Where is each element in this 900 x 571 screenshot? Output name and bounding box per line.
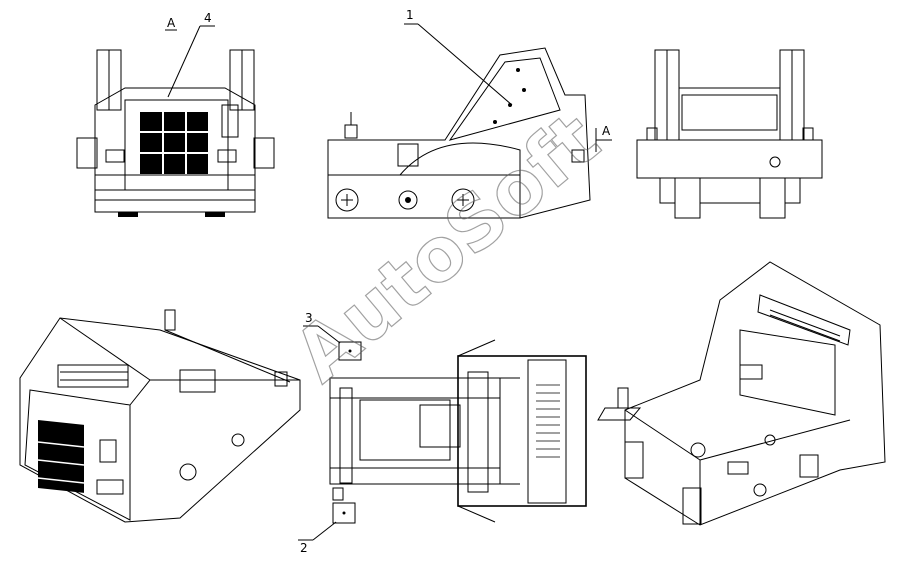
plan-frame bbox=[329, 377, 501, 485]
rear-body bbox=[636, 139, 823, 179]
callout-3-leader bbox=[317, 325, 341, 344]
callout-1-leader bbox=[417, 23, 513, 106]
item-3-plate bbox=[338, 341, 362, 361]
section-label-a: A bbox=[167, 16, 176, 30]
callout-1-label: 1 bbox=[406, 8, 414, 22]
plan-view: 3 2 bbox=[298, 311, 587, 555]
iso-front-outline bbox=[19, 317, 301, 523]
side-wheel-2 bbox=[451, 188, 475, 212]
callout-3-label: 3 bbox=[305, 311, 313, 325]
item-2-plate bbox=[332, 502, 356, 524]
callout-2-leader bbox=[312, 521, 337, 541]
isometric-rear-view bbox=[597, 261, 886, 526]
front-grille bbox=[140, 112, 208, 174]
callout-2-label: 2 bbox=[300, 541, 308, 555]
front-view-a: A 4 bbox=[76, 11, 275, 217]
isometric-front-view bbox=[19, 309, 301, 523]
callout-4-label: 4 bbox=[204, 11, 212, 25]
side-view: 1 A bbox=[327, 8, 612, 219]
iso-rear-outline bbox=[624, 261, 886, 526]
arrow-label-a: A bbox=[602, 124, 611, 138]
watermark-text: AutoSoft bbox=[278, 96, 615, 398]
side-wheel-1 bbox=[335, 188, 359, 212]
side-frame bbox=[327, 47, 591, 219]
rear-view bbox=[636, 49, 823, 219]
callout-4-leader bbox=[167, 25, 201, 98]
iso-grille bbox=[38, 419, 84, 493]
